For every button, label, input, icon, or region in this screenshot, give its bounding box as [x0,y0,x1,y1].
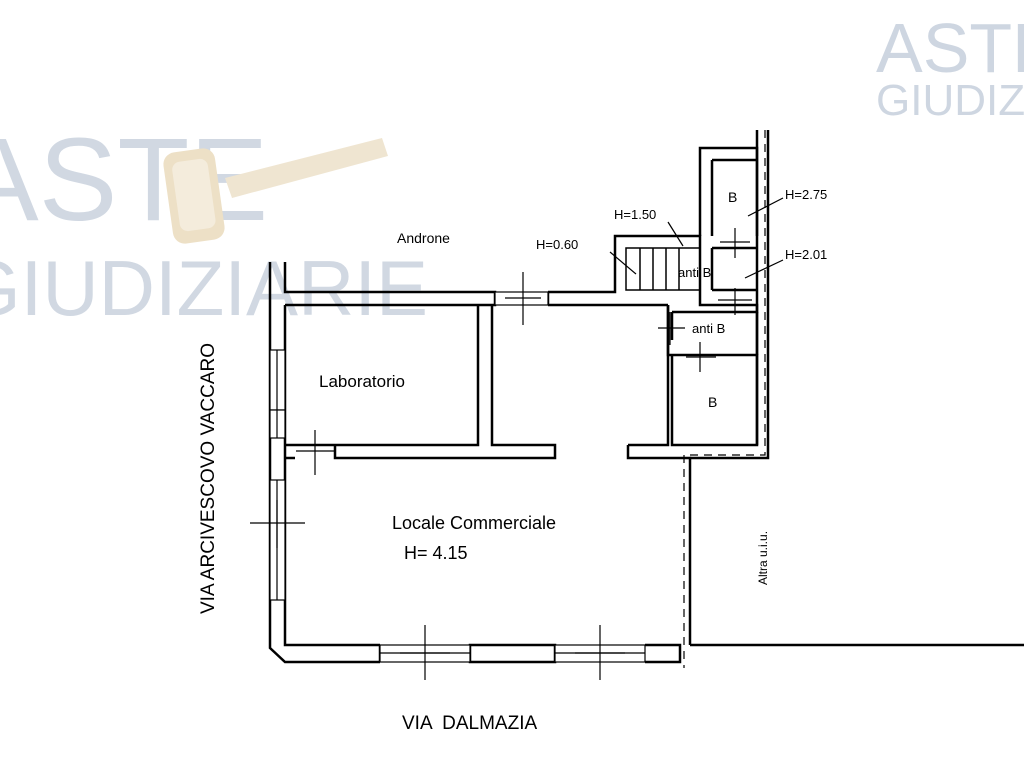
label-androne: Androne [397,230,450,246]
leader-h150 [667,221,684,247]
wall-lab-east [285,305,480,447]
watermark-right-aste: ASTE [876,9,1024,87]
label-locale-commerciale: Locale Commerciale [392,513,556,533]
property-line [683,130,766,668]
label-laboratorio: Laboratorio [319,372,405,391]
label-b-upper: B [728,189,737,205]
label-h275: H=2.75 [785,187,827,202]
label-altra-uiu: Altra u.i.u. [756,531,770,585]
marker-window-south-2 [575,625,625,680]
watermark-left: ASTE GIUDIZIARIE [0,114,428,332]
label-h150: H=1.50 [614,207,656,222]
wall-east-mid [628,305,670,447]
marker-window-west [250,500,305,548]
leader-lines [609,197,784,279]
marker-b-lower-door [686,342,716,372]
label-street-south: VIA DALMAZIA [402,713,537,734]
wall-east-lower [626,445,692,645]
marker-androne-door [505,272,541,325]
leader-h201 [744,259,784,279]
watermark-left-giudiziarie: GIUDIZIARIE [0,244,428,332]
stairs [625,247,701,291]
property-line-east [683,130,766,668]
watermark-right: ASTE GIUDIZIARIE [876,9,1024,125]
wall-west-outer [268,262,380,664]
wall-west-inner [283,305,380,647]
leader-h060 [609,251,637,275]
opening-markers [250,228,752,680]
watermark-right-giudiziarie: GIUDIZIARIE [876,76,1024,125]
wall-anti-b-lower [672,292,759,314]
marker-window-south-1 [400,625,450,680]
wall-lab-partition [333,305,557,460]
label-anti-b-upper: anti B [678,265,711,280]
wall-east-outer [690,130,770,460]
windows [269,291,646,663]
wall-south-right [645,643,682,664]
stairs-outline [625,247,701,291]
marker-lab-door [296,430,334,475]
label-h060: H=0.60 [536,237,578,252]
label-street-west: VIA ARCIVESCOVO VACCARO [198,343,219,614]
label-h201: H=2.01 [785,247,827,262]
label-locale-height: H= 4.15 [404,543,468,563]
wall-south-pier [468,643,557,664]
gavel-icon [163,138,388,244]
marker-anti-b-upper-door [718,288,752,315]
leader-h275 [747,197,784,217]
marker-anti-b-lower-door [658,312,685,345]
label-anti-b-lower: anti B [692,321,725,336]
marker-b-upper-door [720,228,750,258]
label-b-lower: B [708,394,717,410]
